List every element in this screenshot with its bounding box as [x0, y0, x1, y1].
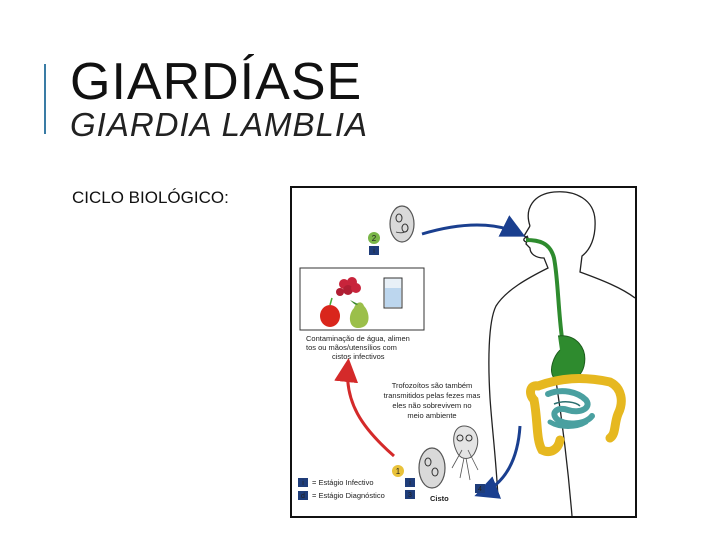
- digestive-tract: [525, 238, 626, 457]
- cyst-top: [389, 205, 415, 243]
- infective-marker-bottom: i: [405, 478, 415, 487]
- step-marker-1: 1: [392, 465, 404, 477]
- svg-text:i: i: [373, 248, 375, 255]
- contamination-text-1: Contaminação de água, alimen: [306, 334, 410, 343]
- trophozoite-text-1: Trofozoítos são também: [392, 381, 473, 390]
- contamination-text-2: tos ou mãos/utensílios com: [306, 343, 397, 352]
- cyst-bottom: [418, 447, 446, 489]
- cyst-label: Cisto: [430, 494, 449, 503]
- step-marker-4: 4: [475, 484, 485, 493]
- page-title: GIARDÍASE: [70, 53, 363, 111]
- ingestion-arrow: [421, 215, 526, 237]
- excretion-arrow: [474, 425, 522, 499]
- svg-text:1: 1: [396, 467, 401, 476]
- life-cycle-svg: 2 i Contaminação de água, alimen tos ou …: [298, 191, 635, 516]
- infective-marker-top: i: [369, 246, 379, 255]
- trophozoite-text-3: eles não sobrevivem no: [392, 401, 471, 410]
- trophozoite-text-4: meio ambiente: [407, 411, 456, 420]
- svg-text:3: 3: [408, 492, 412, 499]
- svg-text:d: d: [301, 493, 305, 500]
- svg-text:2: 2: [372, 234, 377, 243]
- svg-text:4: 4: [478, 486, 482, 493]
- title-accent-bar: [44, 64, 46, 134]
- section-label: CICLO BIOLÓGICO:: [72, 188, 229, 207]
- contamination-arrow: [334, 358, 395, 458]
- trophozoite-text-2: transmitidos pelas fezes mas: [384, 391, 481, 400]
- life-cycle-diagram: 2 i Contaminação de água, alimen tos ou …: [290, 186, 637, 518]
- legend-infective: = Estágio Infectivo: [312, 478, 374, 487]
- svg-text:i: i: [302, 480, 304, 487]
- page-subtitle: GIARDIA LAMBLIA: [70, 106, 369, 143]
- contamination-illustration: [299, 267, 425, 331]
- svg-text:i: i: [409, 480, 411, 487]
- trophozoite: [451, 425, 479, 481]
- step-marker-2: 2: [368, 232, 380, 244]
- legend-diagnostic: = Estágio Diagnóstico: [312, 491, 385, 500]
- diagnostic-marker-3: 3: [405, 490, 415, 499]
- legend: i = Estágio Infectivo d = Estágio Diagnó…: [298, 478, 385, 500]
- contamination-text-3: cistos infectivos: [332, 352, 385, 361]
